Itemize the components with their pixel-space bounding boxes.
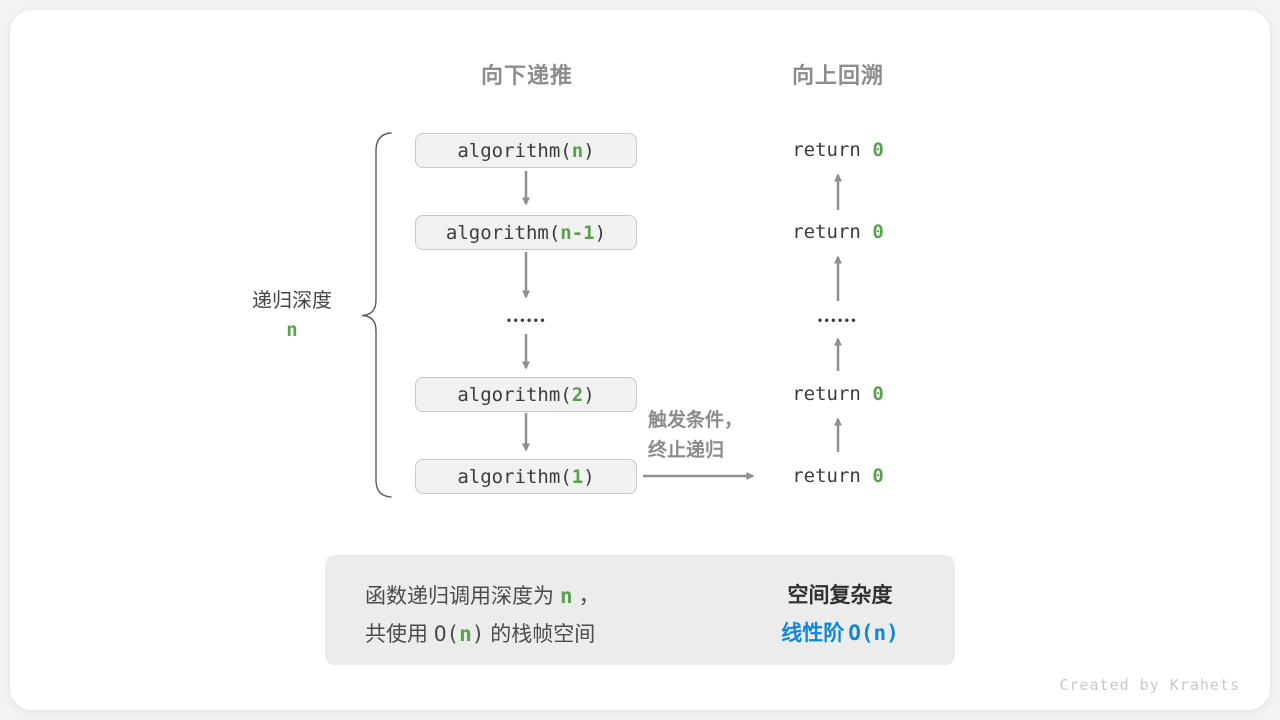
complexity-order-label: 线性阶 <box>781 622 845 645</box>
summary-l2-code: O(n) <box>434 622 485 646</box>
summary-l2-open: O( <box>433 622 460 646</box>
return-row: return 0 <box>738 464 938 488</box>
call-box-suffix: ) <box>594 221 607 244</box>
return-keyword: return <box>792 139 873 161</box>
ellipsis-dots-right: •••••• <box>817 313 859 327</box>
call-box-algorithm-1: algorithm(1) <box>415 459 637 494</box>
call-box-algorithm-n: algorithm(n) <box>415 133 637 168</box>
return-row: return 0 <box>738 138 938 162</box>
return-row: return 0 <box>738 382 938 406</box>
summary-l1-n: n <box>560 584 573 608</box>
call-box-prefix: algorithm( <box>457 383 572 406</box>
return-keyword: return <box>792 383 873 405</box>
base-case-annotation: 触发条件， 终止递归 <box>648 406 743 466</box>
call-box-arg: n-1 <box>560 221 595 244</box>
call-box-suffix: ) <box>583 383 595 406</box>
call-box-algorithm-n-1: algorithm(n-1) <box>415 215 637 250</box>
return-row: return 0 <box>738 220 938 244</box>
call-box-suffix: ) <box>583 465 595 488</box>
call-box-arg: 2 <box>571 383 584 406</box>
return-value: 0 <box>872 383 884 405</box>
recursion-depth-value: n <box>286 319 298 341</box>
summary-line-1: 函数递归调用深度为 n， <box>365 580 600 610</box>
call-box-prefix: algorithm( <box>445 221 561 244</box>
credit-text: Created by Krahets <box>1059 676 1240 694</box>
summary-l2-n: n <box>459 622 472 646</box>
call-box-prefix: algorithm( <box>457 139 572 162</box>
ellipsis-dots-left: •••••• <box>506 313 548 327</box>
recursion-depth-label: 递归深度 <box>252 290 332 312</box>
call-box-suffix: ) <box>583 139 595 162</box>
return-value: 0 <box>872 465 884 487</box>
call-box-prefix: algorithm( <box>457 465 572 488</box>
summary-l1-post: ， <box>578 585 600 608</box>
summary-l2-pre: 共使用 <box>365 623 434 646</box>
header-recurse-down: 向下递推 <box>480 63 573 88</box>
return-keyword: return <box>792 465 873 487</box>
summary-l2-close: ) <box>471 622 485 646</box>
complexity-notation: O(n) <box>848 621 899 645</box>
call-box-arg: n <box>571 139 584 162</box>
return-value: 0 <box>872 139 884 161</box>
summary-l1-pre: 函数递归调用深度为 <box>365 585 554 608</box>
summary-l2-post: 的栈帧空间 <box>484 623 596 646</box>
space-complexity-title: 空间复杂度 <box>787 584 893 607</box>
return-value: 0 <box>872 221 884 243</box>
header-backtrack-up: 向上回溯 <box>791 63 884 88</box>
summary-line-2: 共使用 O(n) 的栈帧空间 <box>365 618 595 648</box>
return-keyword: return <box>792 221 873 243</box>
base-case-line1: 触发条件， <box>648 410 744 431</box>
call-box-arg: 1 <box>571 465 584 488</box>
base-case-line2: 终止递归 <box>648 440 725 461</box>
call-box-algorithm-2: algorithm(2) <box>415 377 637 412</box>
